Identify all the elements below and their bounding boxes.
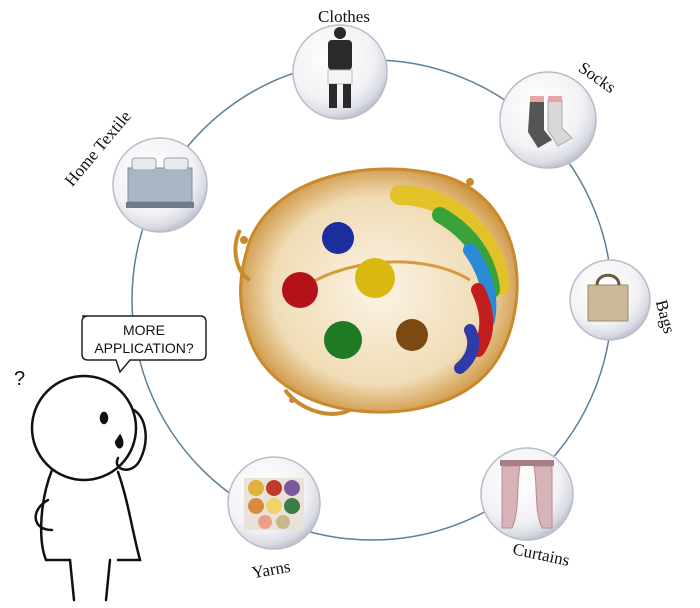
curtains-icon [500, 460, 554, 529]
bed-icon [126, 157, 194, 208]
socks-bubble [499, 71, 597, 169]
home-textile-bubble [112, 137, 208, 233]
yarns-icon [244, 478, 304, 530]
pigment-granules-arc [390, 185, 510, 374]
bags-label: Bags [652, 298, 679, 336]
socks-icon [528, 96, 573, 148]
speech-bubble-line1: MORE [123, 322, 165, 338]
speech-bubble-line2: APPLICATION? [94, 340, 194, 356]
speech-bubble: MORE APPLICATION? [81, 315, 207, 374]
bag-icon [587, 273, 629, 322]
curtains-bubble [480, 447, 574, 541]
pigment-brown [396, 319, 428, 351]
yarns-label: Yarns [250, 557, 292, 582]
pigment-red [282, 272, 318, 308]
curtains-label: Curtains [511, 539, 571, 570]
pigment-yellow [355, 258, 395, 298]
clothes-bubble [292, 24, 388, 120]
thinking-figure [30, 374, 147, 602]
pigment-green [324, 321, 362, 359]
pigment-blue [322, 222, 354, 254]
yarns-bubble [227, 456, 321, 550]
figure-head [30, 374, 138, 482]
clothes-icon [327, 27, 353, 108]
clothes-label: Clothes [318, 7, 370, 26]
question-mark: ? [14, 368, 25, 390]
bags-bubble [569, 259, 651, 341]
